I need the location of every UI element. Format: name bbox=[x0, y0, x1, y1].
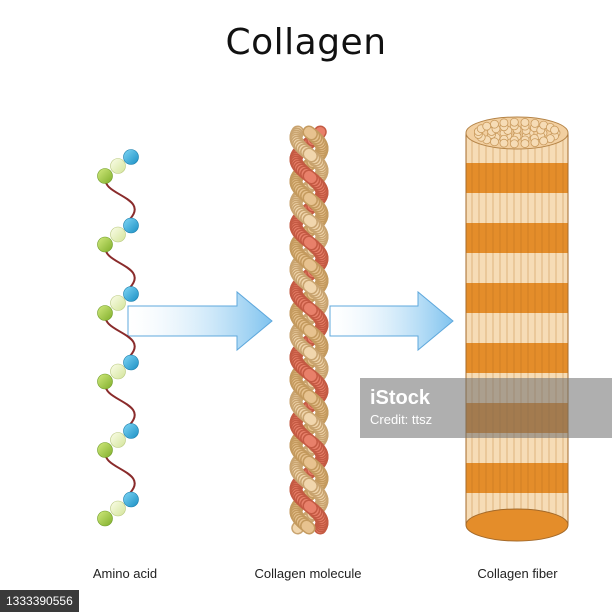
amino-bead-green bbox=[97, 442, 113, 458]
fibril-end bbox=[520, 139, 530, 148]
amino-bead-light bbox=[110, 500, 126, 517]
amino-bead-blue bbox=[123, 149, 139, 165]
chain-link bbox=[104, 382, 136, 426]
helix-segment bbox=[304, 413, 317, 425]
label-collagen-molecule: Collagen molecule bbox=[254, 566, 362, 581]
helix-segment bbox=[304, 259, 317, 271]
fiber-band bbox=[466, 463, 568, 493]
amino-bead-light bbox=[110, 363, 126, 380]
page-title: Collagen bbox=[225, 22, 387, 63]
amino-bead-blue bbox=[123, 217, 139, 234]
watermark-credit: Credit: ttsz bbox=[370, 412, 433, 427]
amino-bead-green bbox=[97, 305, 113, 321]
fibril-end bbox=[520, 118, 530, 127]
fibril-end bbox=[490, 119, 499, 129]
fibril-end bbox=[550, 125, 559, 135]
fiber-band bbox=[466, 283, 568, 313]
helix-segment bbox=[303, 435, 317, 447]
amino-bead-green bbox=[97, 236, 113, 253]
fibril-end bbox=[482, 121, 492, 131]
helix-segment bbox=[303, 369, 317, 381]
collagen-molecule-helix bbox=[289, 125, 329, 535]
helix-segment bbox=[304, 281, 317, 293]
amino-acid-chain bbox=[97, 149, 139, 527]
image-id-badge: 1333390556 bbox=[0, 590, 79, 612]
fibril-end bbox=[509, 139, 519, 149]
amino-bead-light bbox=[110, 226, 126, 243]
helix-segment bbox=[304, 325, 317, 337]
chain-link bbox=[104, 245, 136, 289]
chain-link bbox=[104, 450, 136, 494]
helix-segment bbox=[304, 391, 317, 403]
label-amino-acid: Amino acid bbox=[92, 566, 158, 581]
fibril-end bbox=[490, 137, 499, 147]
amino-bead-blue bbox=[123, 354, 139, 371]
fiber-band bbox=[466, 343, 568, 373]
helix-segment bbox=[303, 303, 317, 315]
fiber-band bbox=[466, 163, 568, 193]
fibril-end bbox=[539, 136, 549, 146]
fibril-end bbox=[509, 117, 519, 127]
collagen-fiber-bundle bbox=[465, 116, 569, 542]
fibril-end bbox=[530, 119, 540, 128]
label-collagen-fiber: Collagen fiber bbox=[477, 566, 558, 581]
helix-segment bbox=[304, 215, 317, 227]
fiber-band bbox=[466, 223, 568, 253]
watermark-banner: iStock Credit: ttsz bbox=[360, 378, 612, 438]
fibril-end bbox=[530, 138, 540, 147]
helix-segment bbox=[304, 193, 317, 205]
amino-bead-green bbox=[97, 373, 113, 390]
fiber-bottom bbox=[465, 508, 569, 542]
helix-segment bbox=[303, 237, 317, 249]
fiber-band bbox=[466, 253, 568, 283]
fiber-band bbox=[466, 313, 568, 343]
helix-segment bbox=[304, 457, 317, 469]
amino-bead-blue bbox=[123, 286, 139, 302]
amino-bead-green bbox=[97, 510, 113, 527]
chain-link bbox=[104, 176, 136, 220]
amino-bead-blue bbox=[123, 491, 139, 508]
helix-segment bbox=[301, 521, 314, 533]
helix-segment bbox=[303, 171, 317, 183]
fibril-end bbox=[499, 118, 509, 128]
watermark-logo: iStock bbox=[370, 387, 431, 409]
amino-bead-light bbox=[110, 158, 126, 174]
helix-segment bbox=[303, 501, 317, 513]
amino-bead-green bbox=[97, 168, 113, 184]
helix-segment bbox=[304, 149, 317, 161]
amino-bead-light bbox=[110, 295, 126, 311]
amino-bead-blue bbox=[123, 423, 139, 439]
fiber-band bbox=[466, 193, 568, 223]
amino-bead-light bbox=[110, 432, 126, 448]
helix-segment bbox=[304, 479, 317, 491]
arrow-molecule-to-fiber bbox=[329, 290, 454, 352]
fibril-end bbox=[499, 138, 509, 148]
fiber-band bbox=[466, 433, 568, 463]
helix-segment bbox=[304, 127, 317, 139]
arrow-amino-to-molecule bbox=[127, 290, 273, 352]
helix-segment bbox=[304, 347, 317, 359]
